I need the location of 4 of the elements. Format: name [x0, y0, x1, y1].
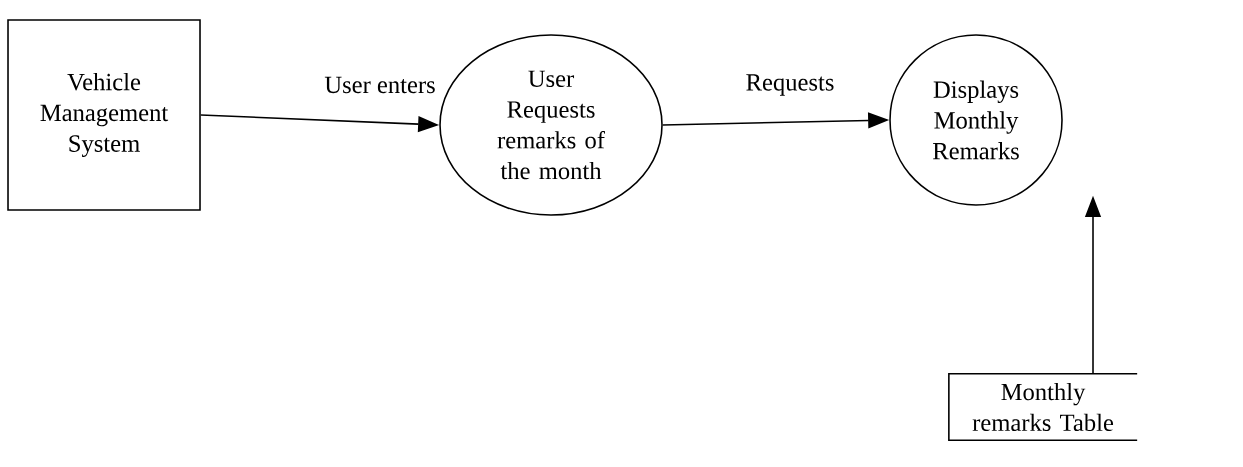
- entity-box: Vehicle Management System: [7, 19, 201, 211]
- edge-label: Requests: [746, 74, 834, 96]
- edge-label: User enters: [324, 76, 435, 94]
- data-store-box: Monthly remarks Table: [948, 372, 1138, 442]
